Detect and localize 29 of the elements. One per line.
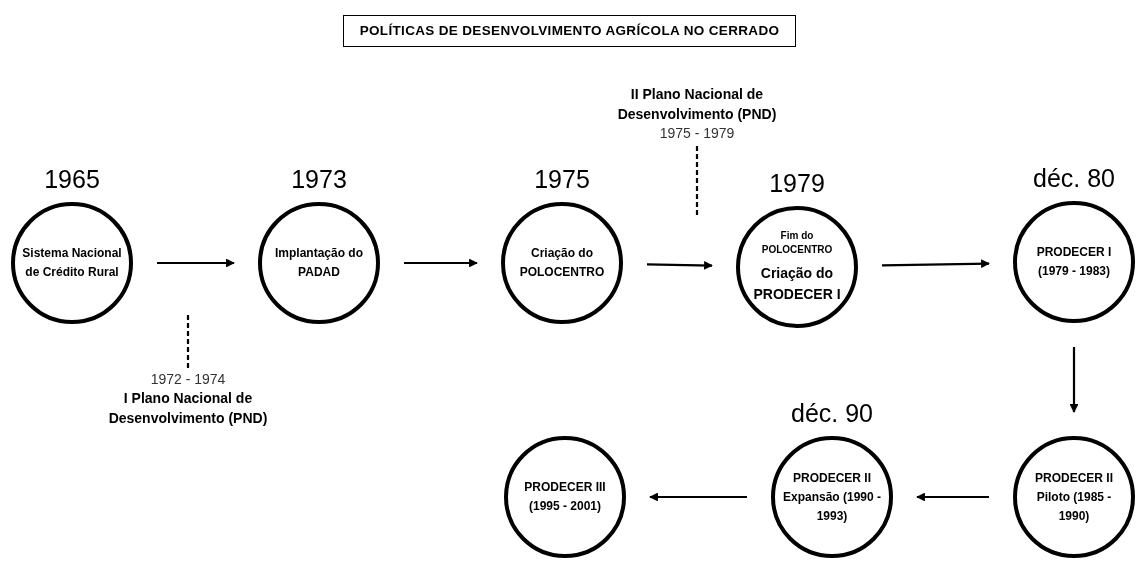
node-text: PRODECER II Piloto (1985 - 1990): [1034, 469, 1114, 525]
node-text: Criação do PRODECER I: [752, 264, 842, 304]
node-text: PRODECER II Expansão (1990 - 1993): [781, 469, 882, 525]
node-text: Sistema Nacional de Crédito Rural: [21, 245, 123, 281]
period-label: 1972 - 1974: [150, 370, 226, 388]
period-label: 1975 - 1979: [659, 124, 735, 142]
year-heading: 1973: [291, 164, 347, 195]
arrow: [881, 259, 990, 269]
arrow: [649, 492, 747, 502]
year-heading: 1975: [534, 164, 590, 195]
arrow: [157, 258, 235, 268]
node-text: PRODECER III (1995 - 2001): [523, 479, 607, 515]
year-heading: 1965: [44, 164, 100, 195]
node-text: PRODECER I (1979 - 1983): [1035, 244, 1113, 280]
node-text: Fim do POLOCENTRO: [760, 229, 834, 257]
plan-label: I Plano Nacional de Desenvolvimento (PND): [107, 389, 269, 428]
title-box: POLÍTICAS DE DESENVOLVIMENTO AGRÍCOLA NO CERRADO: [342, 15, 797, 48]
year-heading: déc. 80: [1033, 163, 1115, 194]
node-text: Criação do POLOCENTRO: [518, 245, 606, 281]
year-heading: déc. 90: [791, 398, 873, 429]
arrow: [404, 258, 478, 268]
leader-line: [695, 146, 699, 216]
plan-label: II Plano Nacional de Desenvolvimento (PND): [616, 85, 778, 124]
year-heading: 1979: [769, 168, 825, 199]
node-text: Implantação do PADAD: [274, 245, 364, 281]
arrow: [1069, 347, 1079, 413]
arrow: [646, 261, 713, 270]
leader-line: [186, 312, 190, 368]
arrow: [916, 492, 989, 502]
